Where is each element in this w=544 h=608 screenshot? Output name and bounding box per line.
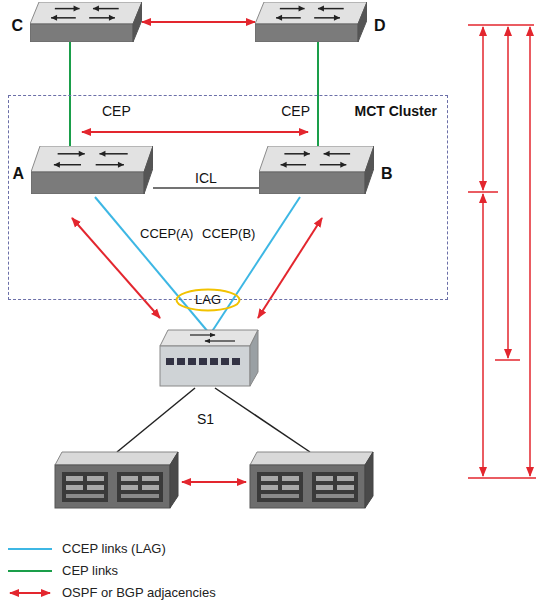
ccep-link xyxy=(211,197,300,333)
cluster-region: A B MCT Cluster xyxy=(8,95,448,300)
port-label: S1 xyxy=(197,411,214,427)
link-label: CEP xyxy=(279,103,312,119)
legend-text: CEP links xyxy=(62,563,118,579)
link-connector xyxy=(317,42,319,146)
switch-icon xyxy=(259,146,374,194)
adjacency-arrow xyxy=(258,218,322,318)
lag-ellipse: LAG xyxy=(175,288,241,312)
switch-node: B xyxy=(259,146,374,194)
switch-letter: C xyxy=(11,17,23,35)
link-label: CEP xyxy=(100,103,133,119)
switch-node: D xyxy=(255,2,367,42)
port-label: CCEP(A) xyxy=(140,226,193,242)
server-link xyxy=(215,388,310,452)
legend-sample xyxy=(8,570,52,572)
legend-sample xyxy=(10,592,50,594)
switch-letter: B xyxy=(381,165,393,183)
switch-letter: A xyxy=(12,165,24,183)
switch-icon xyxy=(30,2,142,42)
adjacency-bracket xyxy=(468,25,536,478)
switch-node: C xyxy=(30,2,142,42)
legend-text: OSPF or BGP adjacencies xyxy=(62,585,216,601)
access-switch xyxy=(160,330,258,386)
link-connector xyxy=(153,187,259,189)
switch-node: A xyxy=(31,146,153,194)
server xyxy=(55,452,178,508)
adjacency-arrow xyxy=(82,131,308,133)
legend-text: CCEP links (LAG) xyxy=(62,541,166,557)
link-connector xyxy=(142,21,255,23)
link-connector xyxy=(69,42,71,146)
switch-icon xyxy=(31,146,153,194)
link-label: ICL xyxy=(193,170,219,186)
server xyxy=(250,452,373,508)
server-link xyxy=(117,388,195,452)
legend-sample xyxy=(8,548,52,550)
port-label: CCEP(B) xyxy=(202,226,255,242)
switch-letter: D xyxy=(374,17,386,35)
adjacency-arrow xyxy=(182,481,246,483)
switch-icon xyxy=(255,2,367,42)
cluster-title: MCT Cluster xyxy=(9,96,447,119)
lag-label: LAG xyxy=(195,292,221,308)
